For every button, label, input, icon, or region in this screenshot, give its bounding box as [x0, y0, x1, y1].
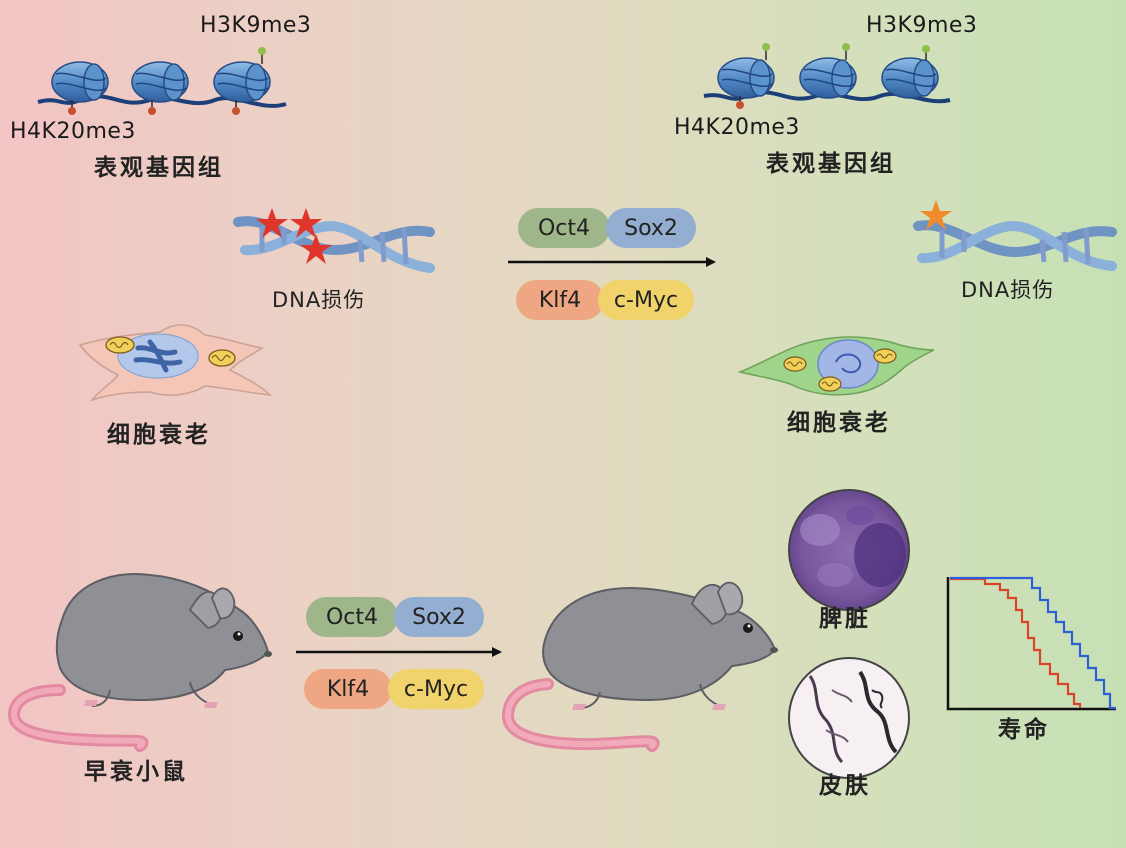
factor-cmyc-top: c-Myc [598, 280, 694, 320]
lifespan-axes [946, 577, 1116, 711]
epigenome-label-left: 表观基因组 [94, 155, 224, 181]
nucleosome [131, 61, 189, 103]
methyl-mark-green [842, 43, 850, 51]
nucleosome [799, 57, 857, 99]
nucleosome [881, 57, 939, 99]
methyl-mark-red [736, 101, 744, 109]
h3k9me3-label-left: H3K9me3 [200, 13, 312, 38]
progeroid-mouse [7, 573, 272, 752]
nucleosome [51, 61, 109, 103]
methyl-mark-green [922, 45, 930, 53]
damage-star [920, 200, 952, 230]
mitochondrion [208, 349, 236, 367]
damage-star [256, 208, 288, 238]
methyl-mark-red [148, 107, 156, 115]
rejuvenated-cell [737, 336, 935, 396]
factor-oct4-bottom: Oct4 [306, 597, 398, 637]
h3k9me3-label-right: H3K9me3 [866, 13, 978, 38]
nucleosome [717, 57, 775, 99]
mitochondrion [818, 376, 842, 392]
senescence-label-right: 细胞衰老 [787, 410, 891, 436]
methyl-mark-green [258, 47, 266, 55]
factor-sox2-top: Sox2 [606, 208, 696, 248]
mitochondrion [873, 348, 897, 364]
nucleosome-array-right [703, 43, 951, 109]
skin-histology [788, 657, 910, 779]
factor-klf4-top: Klf4 [516, 280, 604, 320]
progeroid-mouse-label: 早衰小鼠 [84, 759, 188, 785]
h4k20me3-label-right: H4K20me3 [674, 115, 800, 140]
h4k20me3-label-left: H4K20me3 [10, 119, 136, 144]
dna-damage-label-right: DNA损伤 [961, 278, 1055, 302]
factor-sox2-bottom: Sox2 [394, 597, 484, 637]
mitochondrion [783, 356, 807, 372]
lifespan-plot [946, 576, 1116, 711]
nucleosome [213, 61, 271, 103]
skin-label: 皮肤 [819, 773, 871, 799]
methyl-mark-red [68, 107, 76, 115]
spleen-label: 脾脏 [819, 606, 871, 632]
treated-mouse [501, 581, 778, 752]
spleen-histology [788, 489, 910, 611]
dna-helix-damaged [233, 208, 435, 273]
epigenome-label-right: 表观基因组 [766, 151, 896, 177]
nucleosome-array-left [37, 47, 287, 115]
methyl-mark-green [762, 43, 770, 51]
senescent-cell [78, 324, 273, 402]
mitochondrion [105, 336, 135, 354]
factor-klf4-bottom: Klf4 [304, 669, 392, 709]
survival-curve-red [950, 577, 1082, 708]
factor-oct4-top: Oct4 [518, 208, 610, 248]
factor-cmyc-bottom: c-Myc [388, 669, 484, 709]
survival-curve-blue [950, 576, 1116, 710]
methyl-mark-red [232, 107, 240, 115]
lifespan-label: 寿命 [998, 717, 1050, 743]
damage-star [300, 234, 332, 264]
dna-helix-repaired [913, 200, 1117, 271]
senescence-label-left: 细胞衰老 [107, 422, 211, 448]
damage-star [290, 208, 322, 238]
dna-damage-label-left: DNA损伤 [272, 288, 366, 312]
